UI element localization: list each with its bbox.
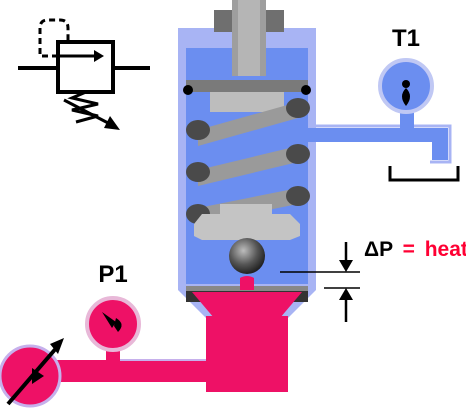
tank-icon (388, 166, 460, 182)
variable-pump-icon (0, 338, 64, 408)
adjustment-screw (214, 0, 284, 76)
pressure-gauge-label: P1 (98, 261, 127, 288)
svg-text:ΔP = heat: ΔP = heat (364, 238, 466, 261)
spring-retainer (183, 80, 311, 112)
relief-valve-symbol-icon (18, 18, 150, 130)
tank-line (308, 100, 452, 164)
poppet (194, 204, 300, 240)
delta-p-indicator: ΔP = heat (280, 238, 466, 322)
tank-gauge-label: T1 (392, 25, 420, 52)
heat-label: heat (425, 238, 466, 261)
delta-p-label: ΔP (364, 238, 393, 261)
tank-gauge: T1 (378, 25, 434, 114)
pressure-gauge: P1 (85, 261, 141, 352)
ball (229, 238, 265, 274)
pressure-line (30, 276, 302, 392)
equals-sign: = (403, 238, 415, 261)
